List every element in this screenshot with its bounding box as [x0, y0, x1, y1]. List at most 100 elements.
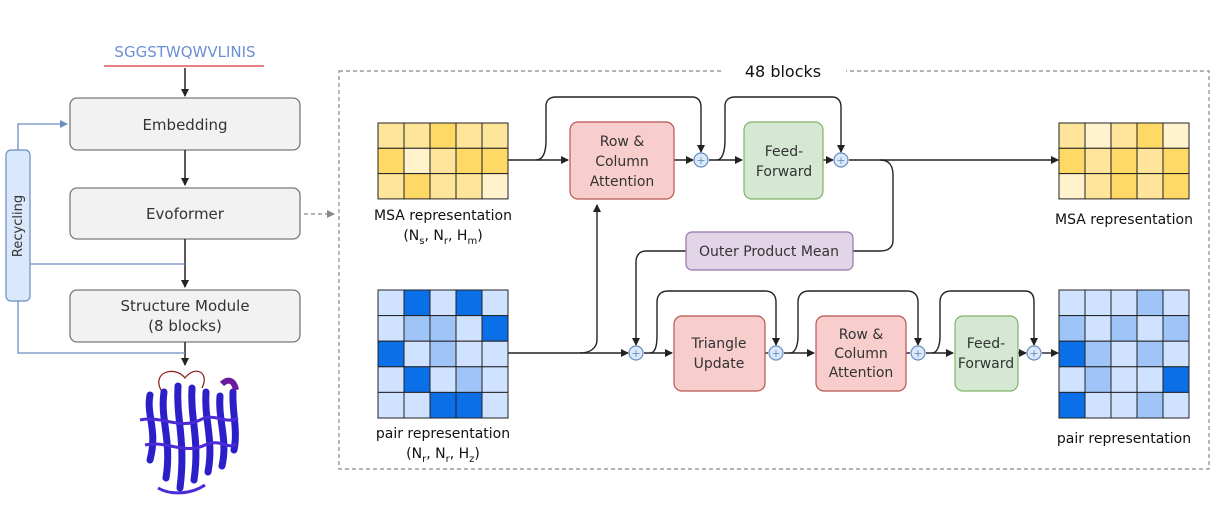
- svg-text:Outer Product Mean: Outer Product Mean: [699, 244, 839, 260]
- pair-cell: [481, 366, 509, 393]
- svg-text:+: +: [631, 347, 640, 360]
- svg-text:+: +: [696, 154, 705, 167]
- protein-structure-image: [139, 370, 239, 495]
- pair-cell: [429, 289, 457, 317]
- msa-cell: [1162, 147, 1190, 175]
- pair-cell: [403, 340, 431, 368]
- pair-cell: [1162, 340, 1190, 368]
- msa-cell: [377, 147, 405, 175]
- recycling-label: Recycling: [11, 195, 26, 257]
- svg-text:Row &: Row &: [839, 327, 884, 343]
- plus-node: +: [833, 152, 849, 168]
- pair-cell: [1084, 289, 1112, 317]
- msa-cell: [403, 173, 431, 200]
- pair-cell: [1162, 289, 1190, 317]
- embedding-label: Embedding: [142, 116, 227, 134]
- plus-node: +: [628, 345, 644, 361]
- pair-cell: [1162, 366, 1190, 393]
- pair-cell: [377, 315, 405, 342]
- msa-cell: [1136, 147, 1164, 175]
- pair-output-label: pair representation: [1057, 431, 1191, 447]
- pair-cell: [403, 391, 431, 419]
- pair-cell: [455, 315, 483, 342]
- pair-output-grid: [1058, 289, 1190, 419]
- pair-cell: [1136, 366, 1164, 393]
- pair-cell: [1058, 340, 1086, 368]
- pair-cell: [1084, 391, 1112, 419]
- pair-cell: [1084, 340, 1112, 368]
- pair-cell: [1058, 289, 1086, 317]
- pair-cell: [377, 340, 405, 368]
- pair-cell: [1136, 289, 1164, 317]
- msa-input-label: MSA representation: [374, 208, 512, 224]
- pair-cell: [455, 366, 483, 393]
- msa-cell: [1110, 173, 1138, 200]
- msa-cell: [481, 122, 509, 149]
- svg-text:Row &: Row &: [600, 134, 645, 150]
- pair-cell: [1136, 315, 1164, 342]
- evoformer-label: Evoformer: [146, 205, 225, 223]
- embedding-box: Embedding: [69, 97, 301, 151]
- msa-cell: [377, 173, 405, 200]
- msa-cell: [481, 147, 509, 175]
- msa-cell: [455, 173, 483, 200]
- plus-node: +: [910, 345, 926, 361]
- recycling-box: Recycling: [5, 149, 31, 302]
- pair-cell: [1136, 391, 1164, 419]
- pair-cell: [1110, 340, 1138, 368]
- pair-cell: [429, 340, 457, 368]
- svg-text:Triangle: Triangle: [691, 336, 747, 352]
- pair-cell: [481, 289, 509, 317]
- structure-module-box: Structure Module (8 blocks): [69, 289, 301, 343]
- outer-product-wiring: [632, 250, 686, 346]
- pair-cell: [403, 289, 431, 317]
- svg-text:+: +: [1029, 347, 1038, 360]
- svg-text:Attention: Attention: [829, 365, 894, 381]
- plus-node: +: [768, 345, 784, 361]
- pair-cell: [429, 366, 457, 393]
- recycle-feedback-line: [17, 120, 68, 150]
- input-sequence: SGGSTWQWVLINIS: [114, 43, 255, 61]
- msa-cell: [455, 122, 483, 149]
- msa-output-grid: [1058, 122, 1190, 200]
- msa-output-label: MSA representation: [1055, 212, 1193, 228]
- msa-cell: [1110, 147, 1138, 175]
- svg-text:+: +: [913, 347, 922, 360]
- msa-cell: [1084, 147, 1112, 175]
- pair-cell: [481, 340, 509, 368]
- msa-cell: [1084, 173, 1112, 200]
- pair-cell: [377, 366, 405, 393]
- pair-cell: [429, 315, 457, 342]
- structure-module-label: Structure Module: [120, 297, 249, 315]
- msa-cell: [403, 147, 431, 175]
- svg-text:Update: Update: [694, 356, 745, 372]
- pair-cell: [403, 315, 431, 342]
- pair-feed-forward-box: Feed- Forward: [954, 315, 1019, 392]
- msa-cell: [1136, 122, 1164, 149]
- pair-cell: [1058, 315, 1086, 342]
- pair-cell: [1162, 315, 1190, 342]
- msa-cell: [1110, 122, 1138, 149]
- msa-cell: [429, 122, 457, 149]
- msa-cell: [455, 147, 483, 175]
- msa-input-dims: (Ns, Nr, Hm): [403, 228, 482, 247]
- pair-cell: [481, 315, 509, 342]
- pair-cell: [429, 391, 457, 419]
- svg-text:Column: Column: [834, 346, 888, 362]
- pair-cell: [1136, 340, 1164, 368]
- svg-text:Feed-: Feed-: [765, 144, 803, 160]
- evoformer-box: Evoformer: [69, 187, 301, 240]
- msa-cell: [1058, 122, 1086, 149]
- svg-text:+: +: [836, 154, 845, 167]
- pair-cell: [1058, 391, 1086, 419]
- msa-cell: [403, 122, 431, 149]
- triangle-update-box: Triangle Update: [673, 315, 766, 392]
- pair-input-grid: [377, 289, 509, 419]
- pair-cell: [455, 391, 483, 419]
- outer-product-mean-box: Outer Product Mean: [685, 231, 854, 271]
- recycle-from-structure-line: [17, 301, 185, 354]
- block-count-title: 48 blocks: [745, 62, 821, 81]
- svg-text:Forward: Forward: [756, 164, 812, 180]
- pair-track-wiring: [508, 204, 1059, 357]
- pair-cell: [1084, 366, 1112, 393]
